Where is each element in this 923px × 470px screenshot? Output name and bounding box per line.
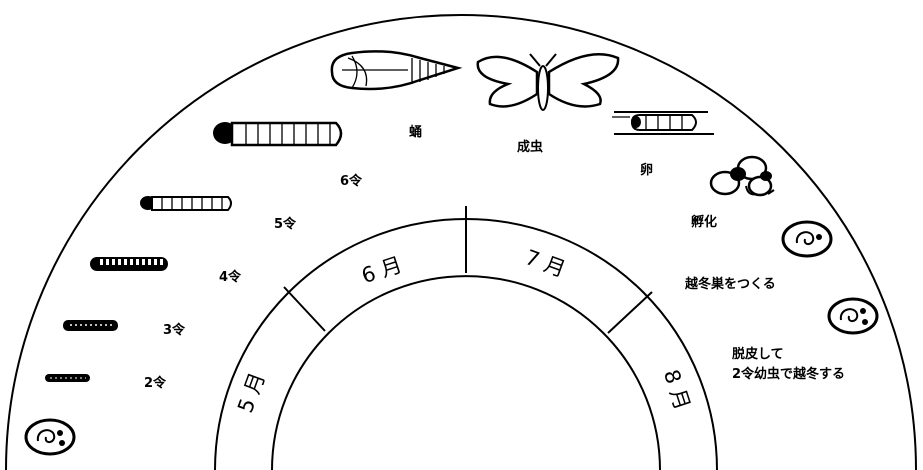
moth-icon xyxy=(478,54,618,110)
month-label-may: 5 月 xyxy=(233,369,270,416)
stage-label-instar-3: 3令 xyxy=(163,322,186,338)
stage-label-instar-4: 4令 xyxy=(219,269,242,285)
month-divider-may-june xyxy=(284,287,325,331)
month-band-inner xyxy=(272,276,660,470)
stage-label-egg: 卵 xyxy=(640,162,653,178)
month-label-august: 8 月 xyxy=(659,367,695,413)
stage-label-instar-2: 2令 xyxy=(144,375,167,391)
stage-label-build-nest: 越冬巣をつくる xyxy=(684,276,776,292)
stage-label-pupa: 蛹 xyxy=(409,124,422,140)
stage-label-adult: 成虫 xyxy=(517,139,543,155)
larva-icon xyxy=(63,320,118,331)
outer-arch xyxy=(6,15,916,470)
larva-icon xyxy=(213,122,341,145)
egg-mass-icon xyxy=(612,112,714,134)
stage-label-instar-6: 6令 xyxy=(340,173,363,189)
pupa-icon xyxy=(332,51,458,89)
larva-icon xyxy=(140,196,231,210)
stage-label-hatch: 孵化 xyxy=(691,214,717,230)
larva-icon xyxy=(90,257,168,271)
hatchling-icon xyxy=(711,157,774,195)
stage-label-molt-1: 脱皮して xyxy=(732,346,784,362)
hibernaculum-icon xyxy=(26,420,74,454)
larva-icon xyxy=(45,374,90,382)
month-label-june: 6 月 xyxy=(359,253,405,289)
month-label-july: 7 月 xyxy=(522,245,569,282)
hibernaculum-icon xyxy=(829,299,877,333)
month-divider-july-aug xyxy=(608,292,652,333)
stage-label-instar-5: 5令 xyxy=(274,216,297,232)
stage-label-molt-2: 2令幼虫で越冬する xyxy=(732,366,845,382)
hibernaculum-icon xyxy=(783,222,831,256)
